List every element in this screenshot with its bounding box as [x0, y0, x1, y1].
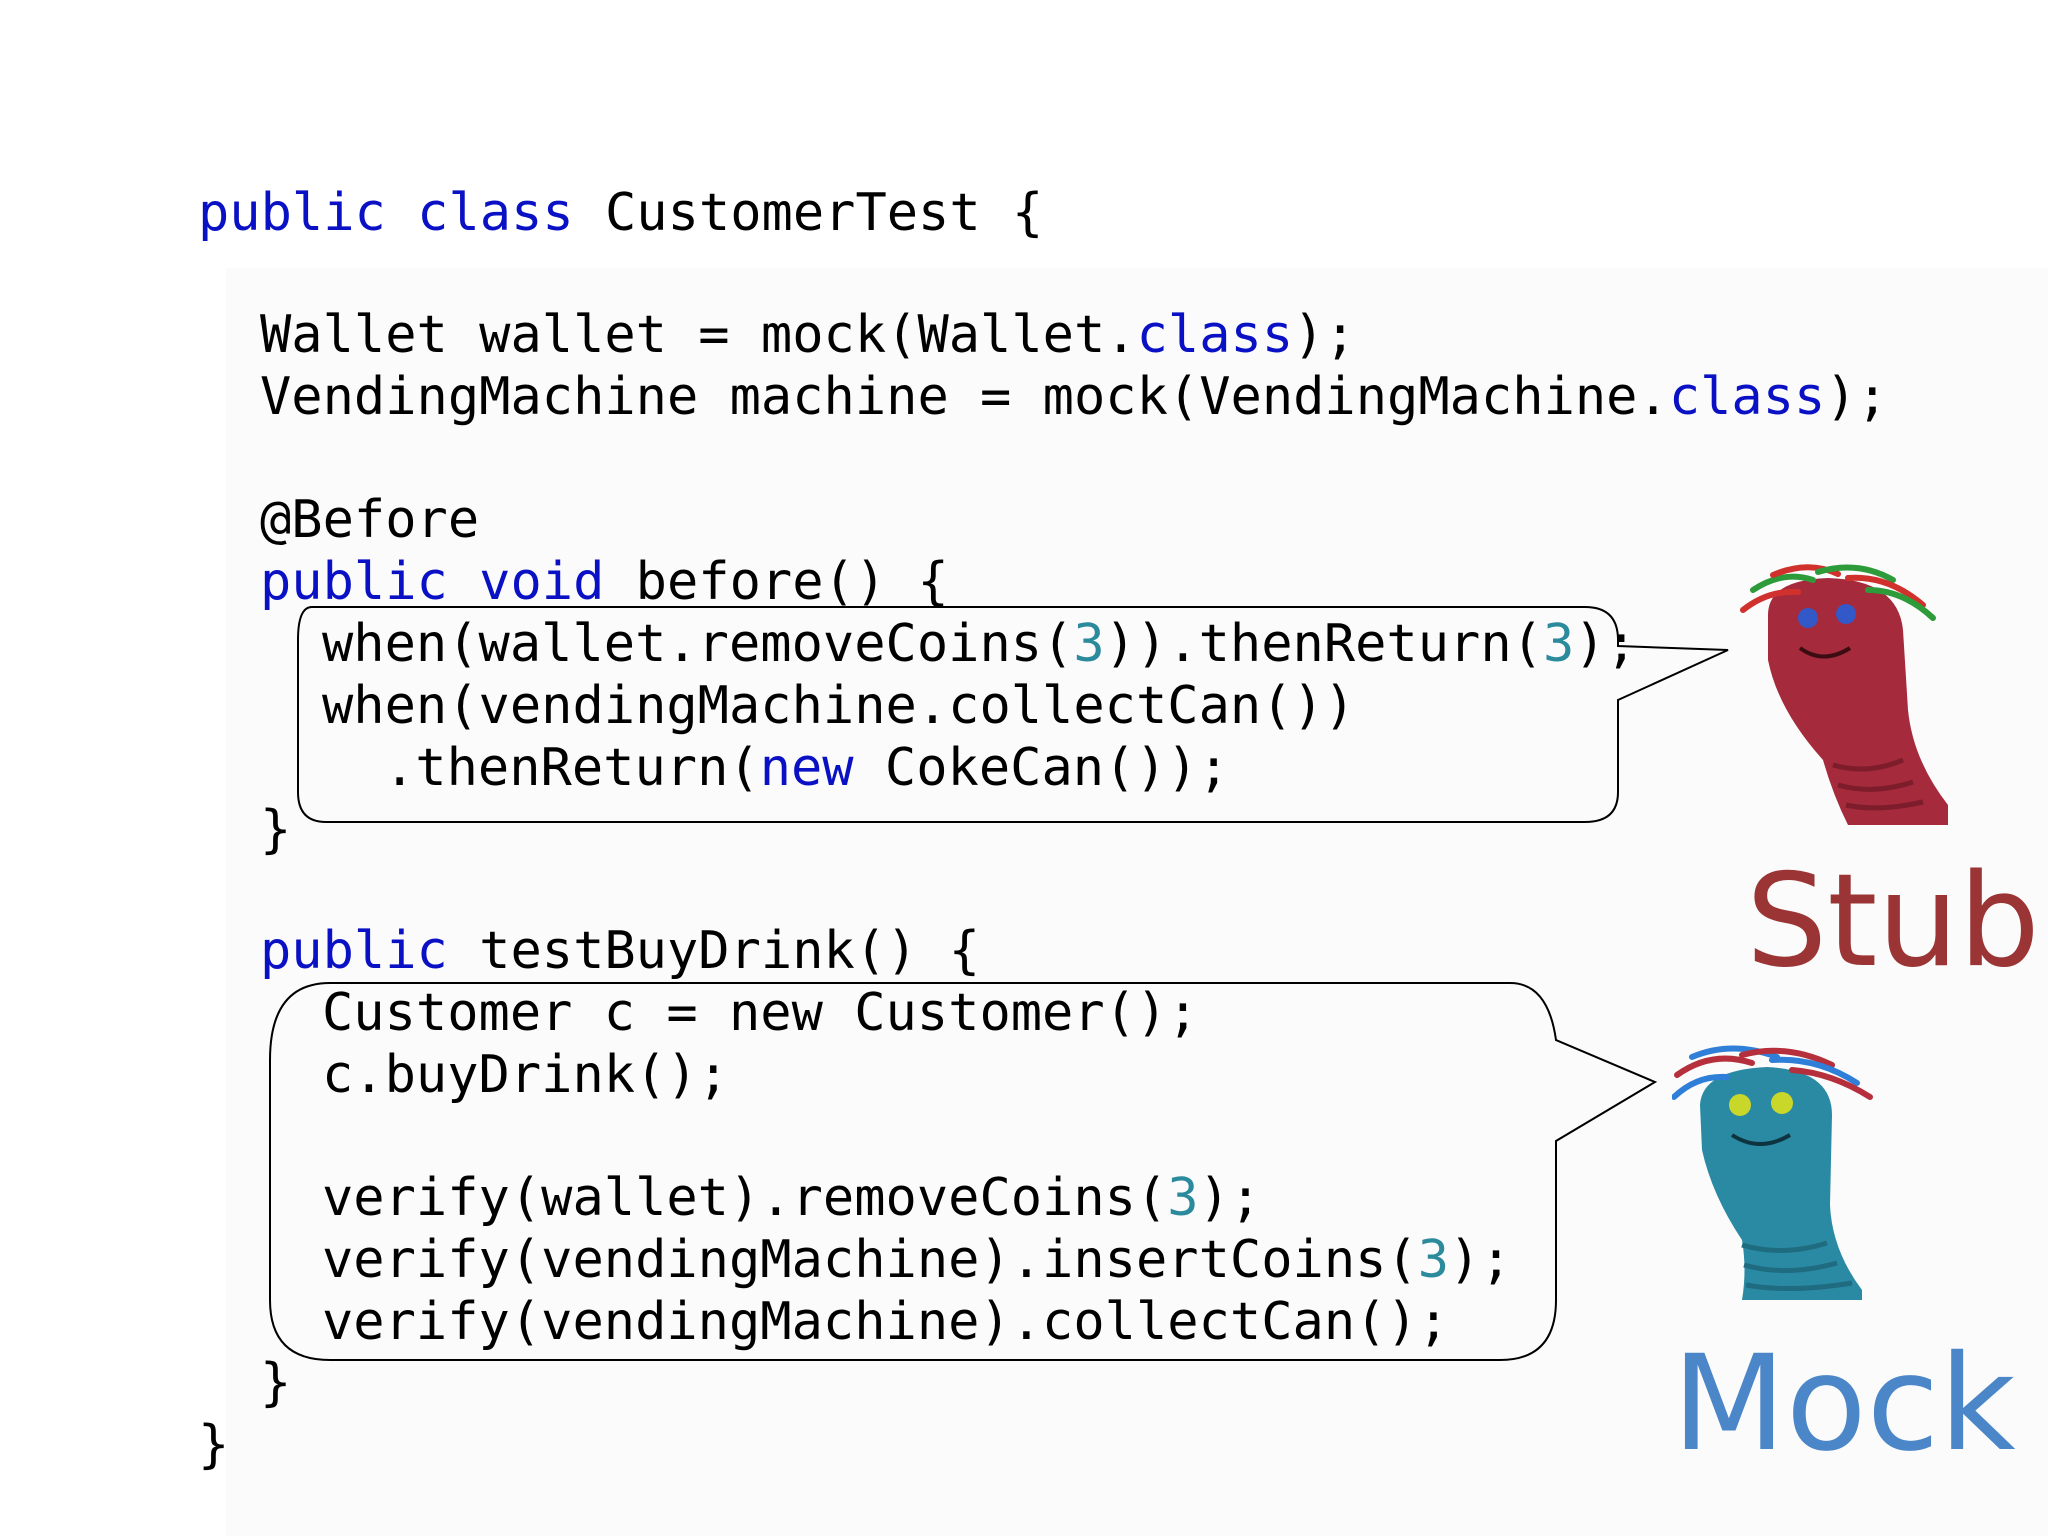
code-token-keyword: public void: [260, 552, 605, 612]
code-token-plain: when(wallet.removeCoins(: [322, 614, 1074, 674]
code-token-plain: );: [1449, 1230, 1512, 1290]
code-line: }: [260, 799, 291, 861]
code-background-panel: [226, 268, 2048, 1536]
stub-label: Stub: [1746, 847, 2040, 996]
code-token-plain: c.buyDrink();: [322, 1045, 729, 1105]
code-token-plain: );: [1574, 614, 1637, 674]
code-token-plain: CokeCan());: [853, 738, 1230, 798]
code-token-plain: }: [260, 800, 292, 860]
code-token-number: 3: [1073, 614, 1105, 674]
code-line: Wallet wallet = mock(Wallet.class);: [260, 304, 1356, 366]
code-line: public void before() {: [260, 551, 949, 613]
code-line: verify(wallet).removeCoins(3);: [322, 1167, 1261, 1229]
code-token-keyword: class: [1668, 367, 1826, 427]
code-line: @Before: [260, 489, 479, 551]
code-token-plain: verify(vendingMachine).insertCoins(: [322, 1230, 1418, 1290]
code-token-plain: verify(vendingMachine).collectCan();: [322, 1292, 1450, 1352]
mock-label: Mock: [1672, 1327, 2016, 1481]
code-line: }: [198, 1414, 229, 1476]
code-token-plain: CustomerTest {: [573, 183, 1044, 243]
code-token-plain: Wallet wallet = mock(Wallet.: [260, 305, 1137, 365]
code-line: when(vendingMachine.collectCan()): [322, 675, 1355, 737]
code-token-plain: }: [260, 1353, 292, 1413]
red-sock-puppet-icon: [1740, 564, 1948, 825]
code-line: }: [260, 1352, 291, 1414]
code-token-number: 3: [1542, 614, 1575, 674]
code-token-plain: }: [198, 1415, 230, 1475]
code-token-plain: );: [1293, 305, 1356, 365]
code-token-plain: .thenReturn(: [384, 738, 760, 798]
blue-sock-puppet-icon: [1672, 1045, 1873, 1300]
code-token-plain: );: [1825, 367, 1888, 427]
code-line: Customer c = new Customer();: [322, 982, 1199, 1044]
code-token-number: 3: [1417, 1230, 1450, 1290]
code-line: VendingMachine machine = mock(VendingMac…: [260, 366, 1888, 428]
code-token-plain: testBuyDrink() {: [447, 921, 981, 981]
code-token-plain: Customer c = new Customer();: [322, 983, 1199, 1043]
code-line: .thenReturn(new CokeCan());: [384, 737, 1229, 799]
code-token-keyword: class: [1136, 305, 1294, 365]
code-token-plain: )).thenReturn(: [1104, 614, 1543, 674]
code-line: c.buyDrink();: [322, 1044, 729, 1106]
code-token-plain: );: [1198, 1168, 1262, 1228]
code-token-plain: before() {: [604, 552, 949, 612]
code-token-plain: when(vendingMachine.collectCan()): [322, 676, 1356, 736]
code-line: when(wallet.removeCoins(3)).thenReturn(3…: [322, 613, 1637, 675]
code-token-plain: verify(wallet).removeCoins(: [322, 1168, 1168, 1228]
code-token-keyword: public class: [198, 183, 574, 243]
code-line: public testBuyDrink() {: [260, 920, 980, 982]
code-token-plain: VendingMachine machine = mock(VendingMac…: [260, 367, 1669, 427]
code-token-number: 3: [1167, 1168, 1199, 1228]
code-line: public class CustomerTest {: [198, 182, 1043, 244]
code-token-plain: @Before: [260, 490, 480, 550]
code-token-keyword: new: [759, 738, 854, 798]
code-line: verify(vendingMachine).collectCan();: [322, 1291, 1449, 1353]
code-token-keyword: public: [260, 921, 448, 981]
code-line: verify(vendingMachine).insertCoins(3);: [322, 1229, 1512, 1291]
